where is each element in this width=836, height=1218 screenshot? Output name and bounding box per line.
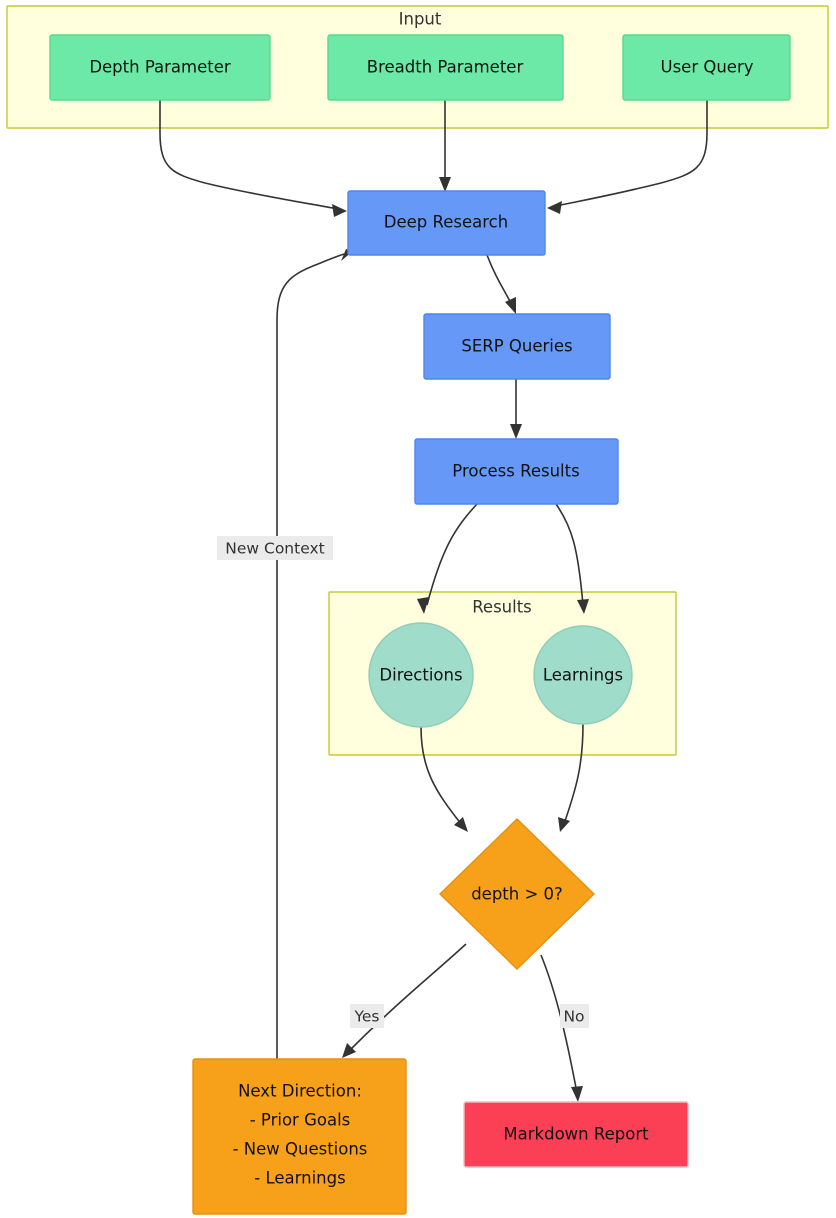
node-next-direction-line-2: - Prior Goals: [250, 1111, 351, 1130]
edge-learnings-to-decision: [563, 723, 584, 825]
node-breadth-parameter-shape[interactable]: [327, 34, 564, 101]
edge-label-no: No: [563, 1008, 584, 1026]
edge-label-yes-bg: [350, 1004, 384, 1028]
node-deep-research-label: Deep Research: [384, 213, 508, 232]
edge-deep-to-serp: [486, 254, 513, 306]
edge-deep-to-serp-arrowhead: [505, 297, 516, 314]
edge-directions-to-decision-arrowhead: [454, 817, 468, 832]
edge-decision-to-next-arrowhead: [342, 1043, 356, 1058]
edge-serp-to-process-arrowhead: [510, 424, 522, 439]
node-deep-research-shape[interactable]: [347, 190, 546, 256]
node-serp-queries-label: SERP Queries: [461, 337, 572, 356]
edge-label-no-bg: [560, 1004, 589, 1028]
node-breadth-parameter[interactable]: Breadth Parameter: [327, 34, 564, 101]
node-markdown-report-shape[interactable]: [463, 1101, 689, 1168]
edge-learnings-to-decision-arrowhead: [558, 817, 570, 832]
node-decision-depth-label: depth > 0?: [471, 885, 563, 904]
edge-process-to-directions: [426, 503, 478, 606]
node-user-query-label: User Query: [661, 58, 754, 77]
edge-query-to-deep-arrowhead: [547, 201, 562, 214]
edge-label-new-context: New Context: [225, 540, 324, 558]
edge-process-to-learnings-arrowhead: [577, 599, 589, 614]
node-breadth-parameter-label: Breadth Parameter: [367, 58, 524, 77]
node-user-query[interactable]: User Query: [622, 34, 791, 101]
subgraph-results-title: Results: [472, 598, 532, 617]
edge-next-to-deep: [276, 253, 345, 1060]
edge-label-new-context-bg: [217, 536, 333, 560]
edge-query-to-deep: [555, 100, 708, 207]
node-next-direction-line-3: - New Questions: [233, 1140, 368, 1159]
node-markdown-report[interactable]: Markdown Report: [463, 1101, 689, 1168]
edge-label-group: New Context Yes No: [217, 536, 589, 1028]
edge-label-yes: Yes: [353, 1008, 379, 1026]
node-serp-queries[interactable]: SERP Queries: [423, 313, 611, 380]
edge-decision-to-next: [348, 943, 467, 1052]
edge-directions-to-decision: [420, 726, 463, 826]
node-depth-parameter-label: Depth Parameter: [89, 58, 231, 77]
node-deep-research[interactable]: Deep Research: [347, 190, 546, 256]
node-next-direction-line-1: Next Direction:: [238, 1082, 362, 1101]
node-decision-depth[interactable]: depth > 0?: [438, 818, 596, 970]
node-depth-parameter-shape[interactable]: [49, 34, 271, 101]
node-serp-queries-shape[interactable]: [423, 313, 611, 380]
edge-decision-to-report-arrowhead: [571, 1086, 583, 1102]
node-learnings[interactable]: Learnings: [533, 625, 633, 725]
node-process-results-shape[interactable]: [414, 438, 619, 505]
edge-breadth-to-deep-arrowhead: [439, 177, 451, 192]
node-markdown-report-label: Markdown Report: [503, 1125, 649, 1144]
node-next-direction-shape[interactable]: [192, 1058, 407, 1215]
node-directions-shape[interactable]: [368, 622, 474, 728]
edge-depth-to-deep: [159, 100, 339, 210]
edge-depth-to-deep-arrowhead: [332, 204, 347, 217]
node-decision-depth-shape[interactable]: [438, 818, 596, 970]
edge-group: [159, 100, 708, 1102]
edge-process-to-learnings: [555, 503, 584, 606]
node-next-direction[interactable]: Next Direction: - Prior Goals - New Ques…: [192, 1058, 407, 1215]
node-depth-parameter[interactable]: Depth Parameter: [49, 34, 271, 101]
node-directions[interactable]: Directions: [368, 622, 474, 728]
subgraph-input-title: Input: [399, 10, 442, 29]
node-next-direction-line-4: - Learnings: [254, 1169, 345, 1188]
node-process-results-label: Process Results: [452, 462, 579, 481]
node-learnings-shape[interactable]: [533, 625, 633, 725]
edge-process-to-directions-arrowhead: [417, 597, 429, 614]
node-process-results[interactable]: Process Results: [414, 438, 619, 505]
node-learnings-label: Learnings: [543, 666, 623, 685]
node-directions-label: Directions: [379, 666, 462, 685]
node-user-query-shape[interactable]: [622, 34, 791, 101]
